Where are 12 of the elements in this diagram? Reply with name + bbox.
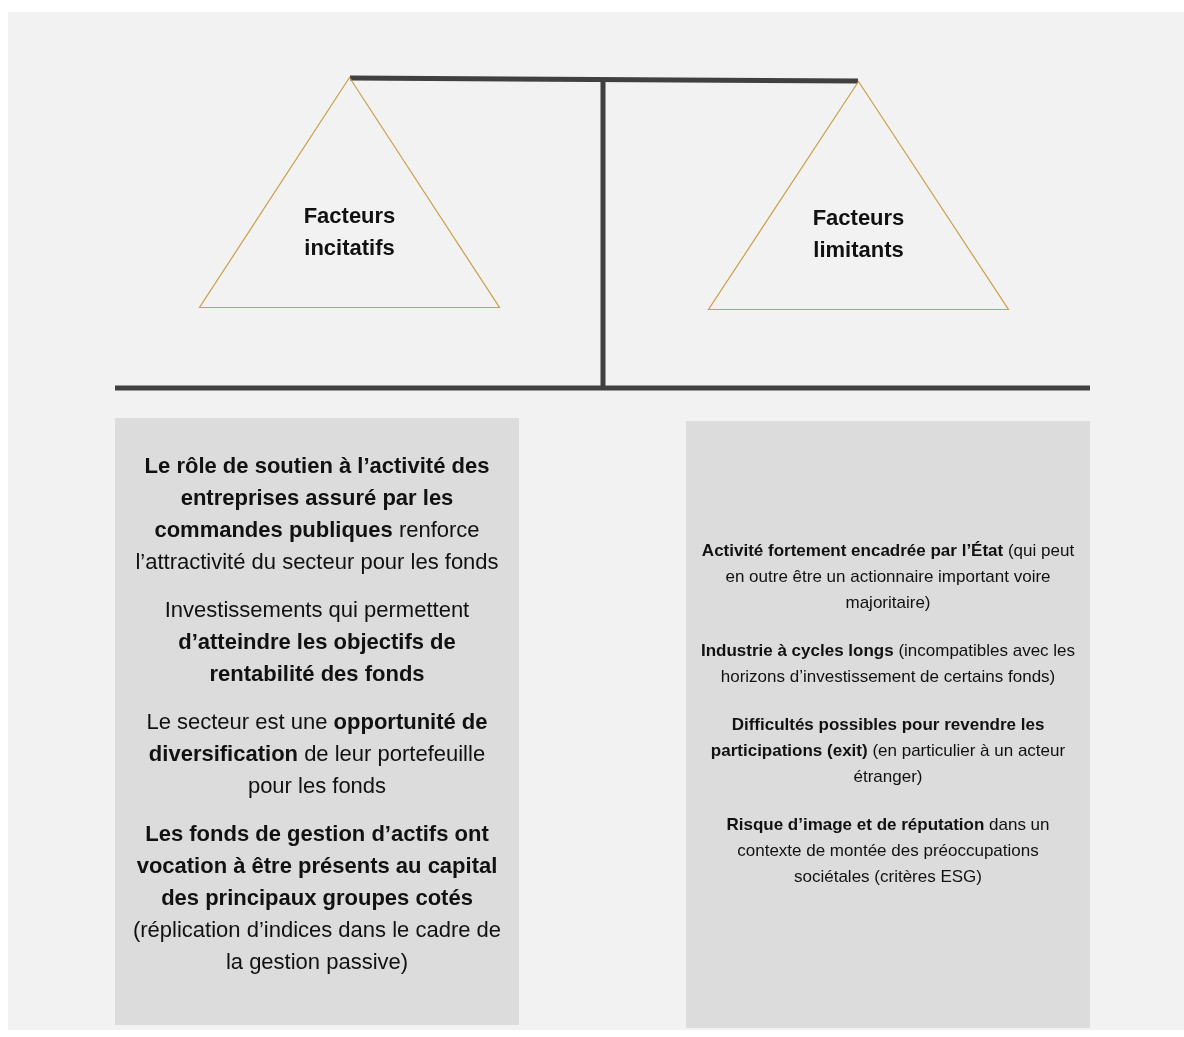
triangle-pan [707,80,1010,311]
pan-label: Facteurs limitants [811,204,906,264]
factor-text: Industrie à cycles longs (incompatibles avec les horizons d’investissement de certains fonds) [699,639,1077,688]
factor-text: Risque d’image et de réputation dans un contexte de montée des préoccupations sociétales (critères ESG) [725,813,1051,888]
factor-text: Les fonds de gestion d’actifs ont vocation à être présents au capital des principaux groupes cotés (réplication d’indices dans le cadre de la gestion passive) [131,819,503,976]
triangle-pan [198,76,501,309]
factor-text: Le secteur est une opportunité de diversification de leur portefeuille pour les fonds [145,707,489,800]
factor-text: Le rôle de soutien à l’activité des entreprises assuré par les commandes publiques renforce l’attractivité du secteur pour les fonds [134,451,500,576]
factor-text: Activité fortement encadrée par l’État (qui peut en outre être un actionnaire important voire majoritaire) [700,539,1076,614]
pan-label: Facteurs incitatifs [302,202,397,262]
factor-text: Difficultés possibles pour revendre les participations (exit) (en particulier à un acteur étranger) [709,713,1067,788]
factor-text: Investissements qui permettent d’atteindre les objectifs de rentabilité des fonds [163,595,471,688]
